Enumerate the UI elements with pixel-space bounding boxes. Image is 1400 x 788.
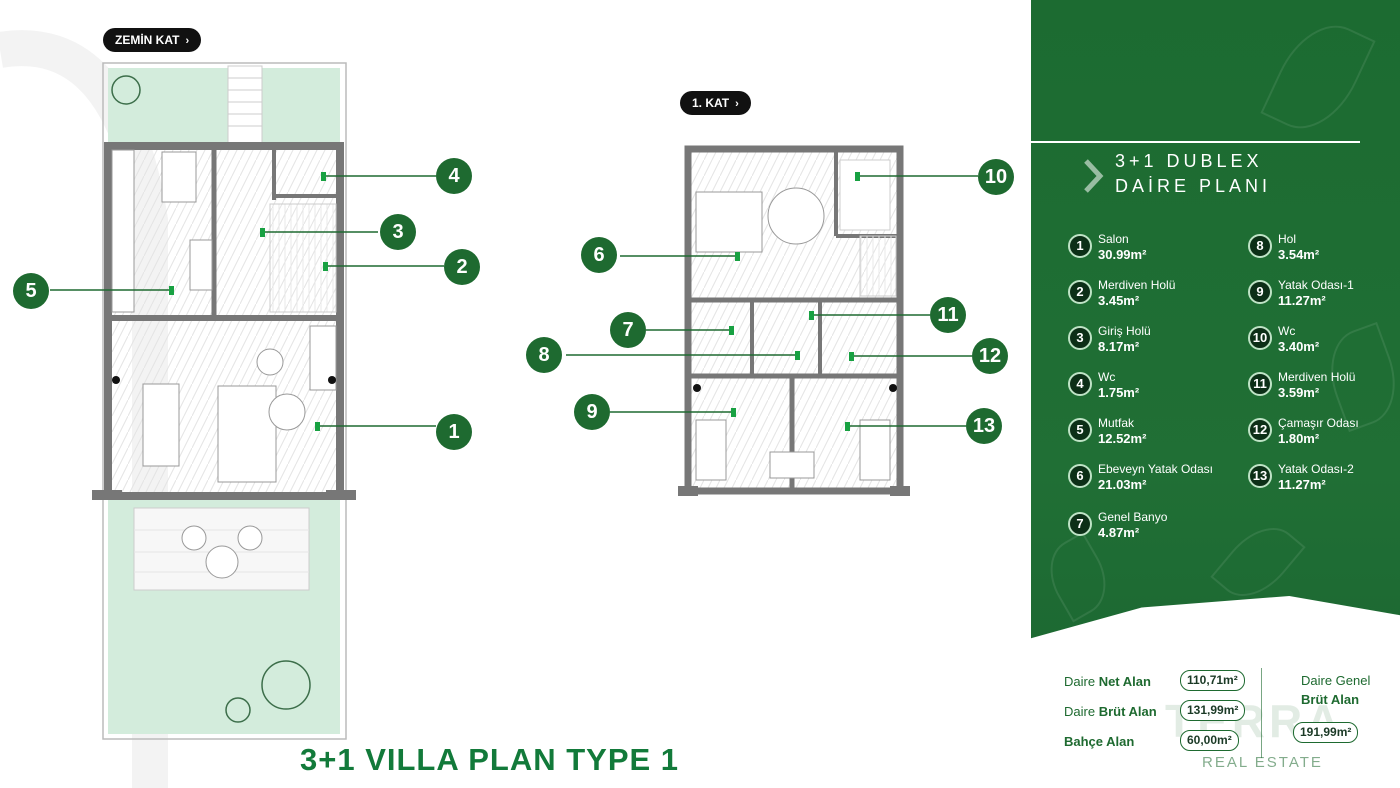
room-entry-9: 9 Yatak Odası-1 11.27m² bbox=[1248, 278, 1400, 320]
room-number: 12 bbox=[1248, 418, 1272, 442]
room-marker-4[interactable]: 4 bbox=[436, 158, 472, 194]
room-area: 11.27m² bbox=[1278, 293, 1326, 308]
net-area-label: Daire Net Alan bbox=[1064, 674, 1151, 689]
room-number: 1 bbox=[1068, 234, 1092, 258]
room-entry-5: 5 Mutfak 12.52m² bbox=[1068, 416, 1258, 458]
room-name: Genel Banyo bbox=[1098, 510, 1168, 524]
room-area: 12.52m² bbox=[1098, 431, 1147, 446]
room-marker-8[interactable]: 8 bbox=[526, 337, 562, 373]
chevron-right-icon: › bbox=[735, 98, 739, 110]
room-number: 5 bbox=[1068, 418, 1092, 442]
room-number: 4 bbox=[1068, 372, 1092, 396]
room-entry-7: 7 Genel Banyo 4.87m² bbox=[1068, 510, 1258, 552]
total-gross-value: 191,99m² bbox=[1293, 722, 1359, 743]
room-name: Çamaşır Odası bbox=[1278, 416, 1359, 430]
plant-icon bbox=[225, 697, 251, 723]
room-name: Mutfak bbox=[1098, 416, 1135, 430]
room-area: 1.75m² bbox=[1098, 385, 1140, 400]
total-gross-label-line1: Daire Genel bbox=[1301, 673, 1371, 688]
room-name: Wc bbox=[1278, 324, 1296, 338]
panel-title-line2: DAİRE PLANI bbox=[1115, 176, 1272, 196]
ground-floor-label: ZEMİN KAT bbox=[115, 33, 180, 47]
room-name: Yatak Odası-1 bbox=[1278, 278, 1354, 292]
room-area: 8.17m² bbox=[1098, 339, 1140, 354]
room-number: 3 bbox=[1068, 326, 1092, 350]
plant-icon bbox=[111, 75, 141, 105]
room-area: 3.54m² bbox=[1278, 247, 1320, 262]
room-marker-13[interactable]: 13 bbox=[966, 408, 1002, 444]
room-area: 1.80m² bbox=[1278, 431, 1320, 446]
room-number: 7 bbox=[1068, 512, 1092, 536]
room-marker-12[interactable]: 12 bbox=[972, 338, 1008, 374]
ground-floor-plan bbox=[0, 30, 444, 788]
room-marker-10[interactable]: 10 bbox=[978, 159, 1014, 195]
garden-area-label: Bahçe Alan bbox=[1064, 734, 1135, 749]
site-outline bbox=[102, 62, 347, 740]
room-entry-12: 12 Çamaşır Odası 1.80m² bbox=[1248, 416, 1400, 458]
plan-title: 3+1 VILLA PLAN TYPE 1 bbox=[300, 742, 680, 777]
room-entry-8: 8 Hol 3.54m² bbox=[1248, 232, 1400, 274]
room-area: 4.87m² bbox=[1098, 525, 1140, 540]
brand-subtitle: REAL ESTATE bbox=[1202, 754, 1323, 771]
room-marker-7[interactable]: 7 bbox=[610, 312, 646, 348]
room-marker-2[interactable]: 2 bbox=[444, 249, 480, 285]
first-floor-label: 1. KAT bbox=[692, 96, 730, 110]
room-marker-3[interactable]: 3 bbox=[380, 214, 416, 250]
ground-floor-tab[interactable]: ZEMİN KAT › bbox=[103, 28, 202, 52]
room-marker-9[interactable]: 9 bbox=[574, 394, 610, 430]
plant-icon bbox=[261, 660, 311, 710]
room-number: 6 bbox=[1068, 464, 1092, 488]
room-name: Wc bbox=[1098, 370, 1116, 384]
gross-area-value: 131,99m² bbox=[1180, 700, 1246, 721]
room-name: Giriş Holü bbox=[1098, 324, 1151, 338]
room-area: 21.03m² bbox=[1098, 477, 1147, 492]
first-floor-tab[interactable]: 1. KAT › bbox=[680, 91, 751, 115]
room-marker-1[interactable]: 1 bbox=[436, 414, 472, 450]
room-entry-13: 13 Yatak Odası-2 11.27m² bbox=[1248, 462, 1400, 504]
area-summary bbox=[1031, 596, 1400, 788]
room-area: 3.45m² bbox=[1098, 293, 1140, 308]
room-marker-6[interactable]: 6 bbox=[581, 237, 617, 273]
top-garden bbox=[108, 68, 340, 146]
room-area: 3.59m² bbox=[1278, 385, 1320, 400]
garden-area-value: 60,00m² bbox=[1180, 730, 1239, 751]
room-entry-1: 1 Salon 30.99m² bbox=[1068, 232, 1258, 274]
room-entry-3: 3 Giriş Holü 8.17m² bbox=[1068, 324, 1258, 366]
divider-line bbox=[1031, 141, 1360, 143]
first-floor-plan bbox=[566, 145, 978, 496]
room-area: 30.99m² bbox=[1098, 247, 1147, 262]
net-area-value: 110,71m² bbox=[1180, 670, 1245, 691]
room-number: 10 bbox=[1248, 326, 1272, 350]
panel-title-line1: 3+1 DUBLEX bbox=[1115, 151, 1263, 171]
gross-area-label: Daire Brüt Alan bbox=[1064, 704, 1157, 719]
room-number: 11 bbox=[1248, 372, 1272, 396]
room-marker-5[interactable]: 5 bbox=[13, 273, 49, 309]
room-name: Yatak Odası-2 bbox=[1278, 462, 1354, 476]
room-number: 8 bbox=[1248, 234, 1272, 258]
total-gross-label-line2: Brüt Alan bbox=[1301, 692, 1360, 707]
chevron-right-icon bbox=[1084, 159, 1104, 193]
info-panel: 3+1 DUBLEX DAİRE PLANI 1 Salon 30.99m² 2… bbox=[1031, 0, 1400, 788]
room-marker-11[interactable]: 11 bbox=[930, 297, 966, 333]
room-number: 2 bbox=[1068, 280, 1092, 304]
summary-divider bbox=[1261, 668, 1262, 758]
room-entry-10: 10 Wc 3.40m² bbox=[1248, 324, 1400, 366]
room-entry-6: 6 Ebeveyn Yatak Odası 21.03m² bbox=[1068, 462, 1258, 504]
room-entry-4: 4 Wc 1.75m² bbox=[1068, 370, 1258, 412]
room-number: 13 bbox=[1248, 464, 1272, 488]
room-name: Merdiven Holü bbox=[1278, 370, 1356, 384]
room-number: 9 bbox=[1248, 280, 1272, 304]
room-area: 11.27m² bbox=[1278, 477, 1326, 492]
room-name: Merdiven Holü bbox=[1098, 278, 1176, 292]
room-entry-2: 2 Merdiven Holü 3.45m² bbox=[1068, 278, 1258, 320]
room-name: Hol bbox=[1278, 232, 1297, 246]
room-name: Ebeveyn Yatak Odası bbox=[1098, 462, 1213, 476]
room-name: Salon bbox=[1098, 232, 1129, 246]
room-area: 3.40m² bbox=[1278, 339, 1320, 354]
chevron-right-icon: › bbox=[185, 35, 190, 47]
room-entry-11: 11 Merdiven Holü 3.59m² bbox=[1248, 370, 1400, 412]
